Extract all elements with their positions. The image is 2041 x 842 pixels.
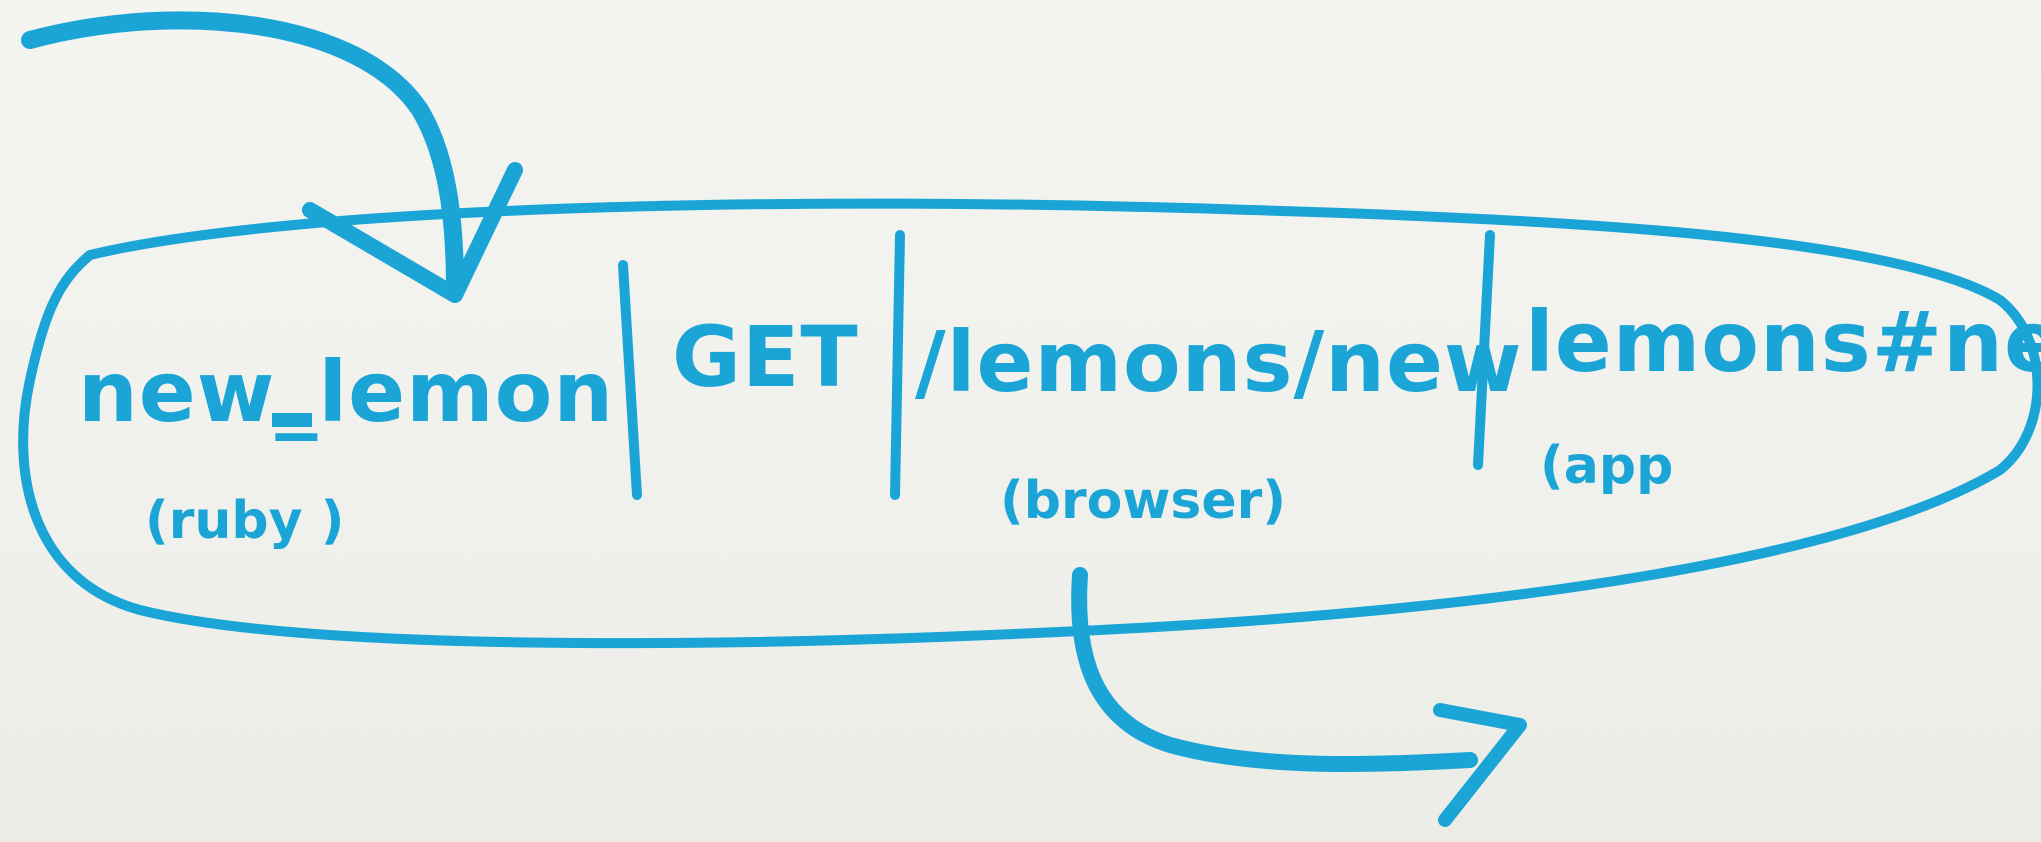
incoming-arrow-head bbox=[302, 162, 523, 303]
segment-url-caption: (browser) bbox=[1000, 471, 1287, 531]
segment-ruby-name: new_lemon bbox=[78, 343, 615, 441]
outgoing-arrow-shaft bbox=[1071, 567, 1478, 773]
divider-1 bbox=[618, 260, 642, 500]
segment-http-verb: GET bbox=[672, 308, 859, 406]
divider-3 bbox=[1473, 230, 1495, 470]
segment-controller-caption: (app bbox=[1540, 436, 1674, 496]
incoming-arrow-shaft bbox=[21, 11, 464, 299]
segment-controller-action: lemons#new bbox=[1525, 293, 2041, 391]
outgoing-arrow-head bbox=[1433, 703, 1527, 827]
segment-url-path: /lemons/new bbox=[915, 313, 1523, 411]
divider-2 bbox=[890, 230, 905, 500]
enclosing-capsule bbox=[18, 198, 2041, 649]
underscore-mark bbox=[272, 413, 312, 427]
segment-ruby-caption: (ruby ) bbox=[145, 491, 345, 551]
